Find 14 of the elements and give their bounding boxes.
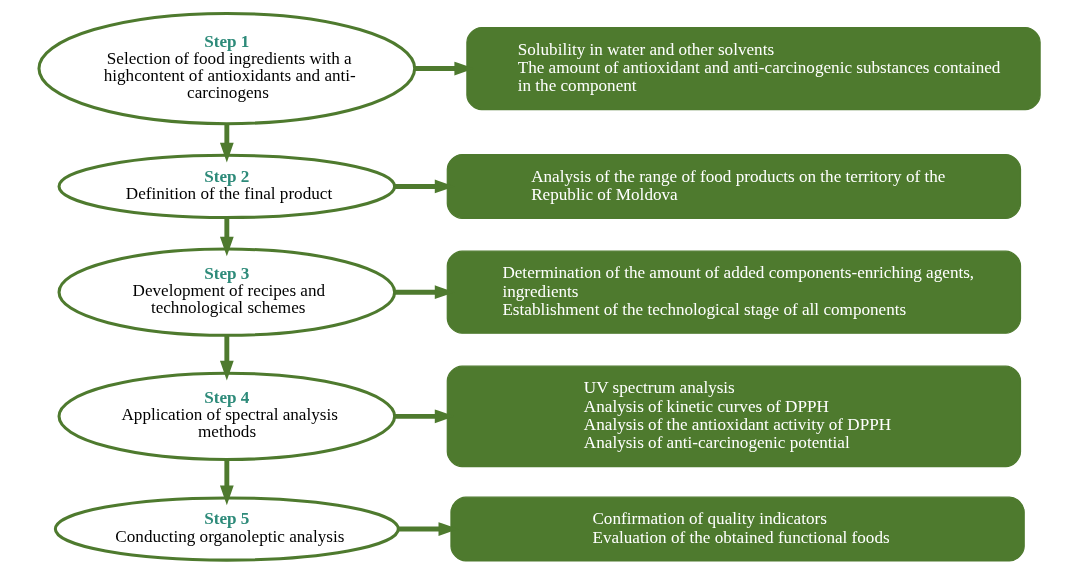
node-box: Confirmation of quality indicators Evaluation of the obtained functional foods — [449, 496, 1025, 562]
arrow — [219, 335, 234, 381]
node-ellipse: Step 5 Conducting organoleptic analysis — [53, 496, 400, 562]
node-box: Determination of the amount of added components-enriching agents, ingredients Establishment of the technological stage of all components — [446, 250, 1021, 334]
node-box: Solubility in water and other solvents The amount of antioxidant and anti-carcinogenic substances contained in the component — [465, 26, 1041, 111]
arrow — [219, 218, 234, 257]
arrow — [219, 124, 234, 163]
arrow — [219, 459, 234, 506]
node-ellipse: Step 4 Application of spectral analysis methods — [57, 371, 396, 461]
node-box: UV spectrum analysis Analysis of kinetic curves of DPPH Analysis of the antioxidant activity of DPPH Analysis of anti-carcinogenic potential — [446, 365, 1021, 468]
node-box: Analysis of the range of food products on the territory of the Republic of Moldova — [446, 154, 1021, 219]
node-ellipse: Step 3 Development of recipes and technological schemes — [57, 247, 396, 337]
node-ellipse: Step 1 Selection of food ingredients with a highcontent of antioxidants and anti-carcinogens — [36, 11, 416, 126]
node-ellipse: Step 2 Definition of the final product — [57, 153, 396, 220]
